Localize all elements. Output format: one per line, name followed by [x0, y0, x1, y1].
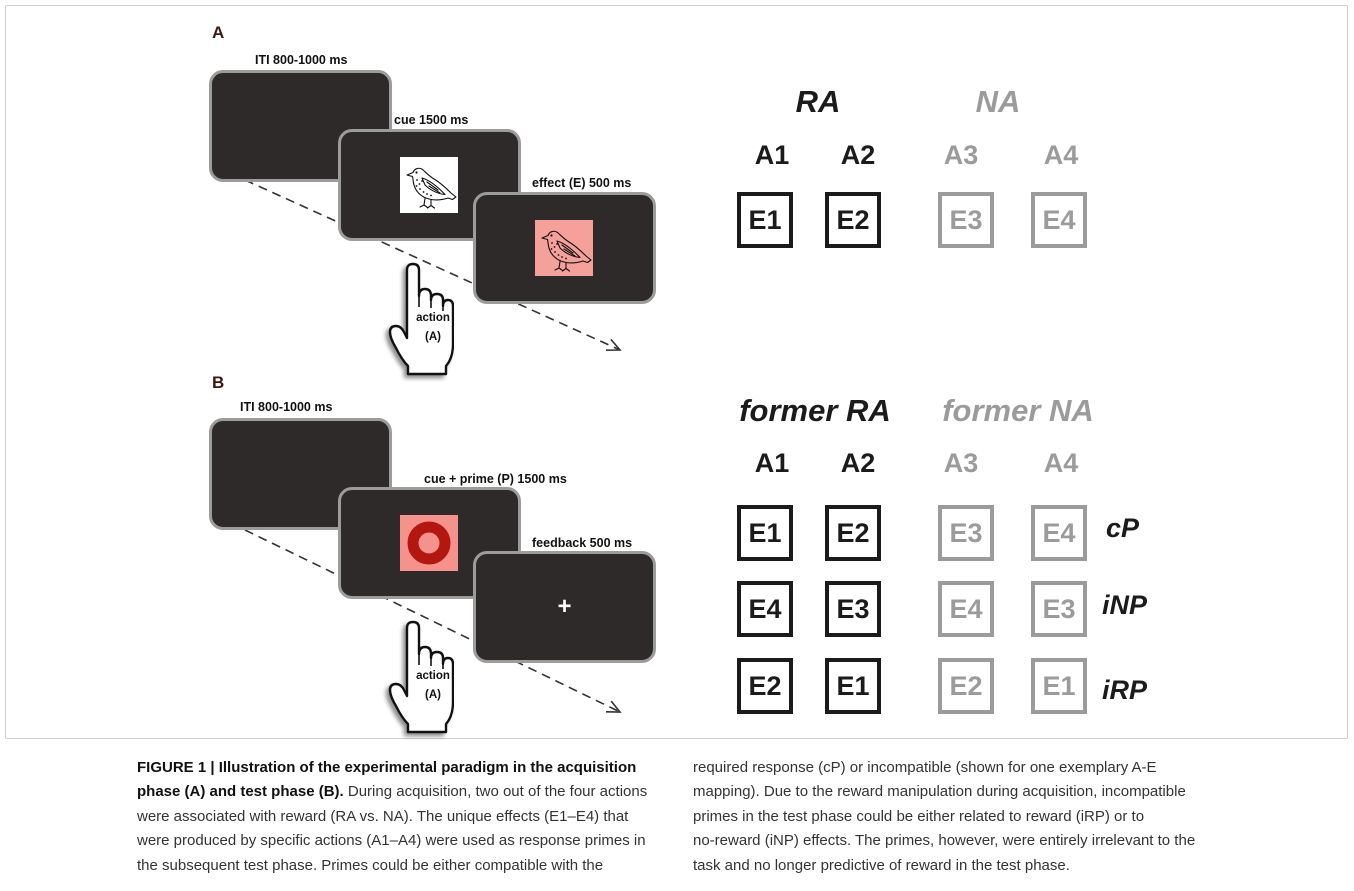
bird-icon — [406, 167, 457, 209]
caption-line: no-reward (iNP) effects. The primes, how… — [693, 832, 1196, 850]
figure-frame — [5, 5, 1348, 739]
group-label-former-na: former NA — [942, 393, 1094, 428]
group-label-ra: RA — [795, 84, 841, 119]
action-label-a2: A2 — [840, 448, 876, 478]
effect-box: E2 — [825, 505, 881, 561]
effect-box: E1 — [737, 505, 793, 561]
feedback-label: feedback 500 ms — [532, 536, 633, 550]
action-key-label: (A) — [425, 331, 441, 343]
time-arrow-a — [244, 179, 622, 351]
row-label-irp: iRP — [1102, 675, 1148, 705]
caption-line: were associated with reward (RA vs. NA).… — [137, 805, 647, 829]
hand-pointer-icon: action (A) — [388, 620, 454, 734]
action-label: action — [416, 312, 450, 324]
hand-shape — [388, 262, 454, 376]
action-label-a3: A3 — [943, 140, 979, 170]
caption-text: During acquisition, two out of the four … — [347, 783, 648, 801]
action-label-a4: A4 — [1043, 140, 1079, 170]
prime-stimulus — [400, 515, 458, 571]
caption-left-column: FIGURE 1 | Illustration of the experimen… — [137, 756, 647, 878]
row-label-cp: cP — [1106, 513, 1140, 543]
bird-icon — [541, 230, 592, 272]
effect-label: effect (E) 500 ms — [532, 176, 632, 190]
action-label-a3: A3 — [943, 448, 979, 478]
action-label-a4: A4 — [1043, 448, 1079, 478]
time-arrow-b — [244, 529, 622, 713]
feedback-screen: + — [473, 551, 656, 663]
arrow-head — [605, 338, 622, 351]
caption-text: the subsequent test phase. Primes could … — [137, 856, 604, 874]
effect-box: E1 — [825, 658, 881, 714]
arrow-shaft — [244, 179, 621, 351]
effect-box: E1 — [737, 192, 793, 248]
action-label-a1: A1 — [754, 448, 790, 478]
effect-stimulus — [535, 220, 593, 276]
effect-box: E3 — [825, 581, 881, 637]
panel-label-b: B — [212, 373, 225, 392]
caption-line: the subsequent test phase. Primes could … — [137, 854, 647, 878]
caption-line: mapping). Due to the reward manipulation… — [693, 783, 1186, 801]
fixation-cross: + — [557, 593, 572, 620]
effect-box: E4 — [1031, 505, 1087, 561]
figure-caption: FIGURE 1 | Illustration of the experimen… — [0, 756, 1354, 882]
group-label-former-ra: former RA — [739, 393, 891, 428]
effect-box: E4 — [938, 581, 994, 637]
effect-box: E4 — [1031, 192, 1087, 248]
caption-line: were produced by specific actions (A1–A4… — [137, 829, 647, 853]
iti-label: ITI 800-1000 ms — [255, 53, 348, 67]
stimulus-background — [535, 220, 593, 276]
caption-line: required response (cP) or incompatible (… — [693, 759, 1157, 776]
effect-box: E3 — [938, 192, 994, 248]
action-label-a1: A1 — [754, 140, 790, 170]
effect-box: E2 — [737, 658, 793, 714]
iti-label: ITI 800-1000 ms — [240, 400, 333, 414]
hand-shape — [388, 620, 454, 734]
group-label-na: NA — [975, 84, 1021, 119]
panel-label-a: A — [212, 23, 225, 42]
caption-line: FIGURE 1 | Illustration of the experimen… — [137, 756, 647, 780]
caption-right-column: required response (cP) or incompatible (… — [693, 756, 1195, 878]
effect-box: E2 — [938, 658, 994, 714]
arrow-shaft — [244, 529, 621, 713]
effect-box: E4 — [737, 581, 793, 637]
action-label: action — [416, 670, 450, 682]
row-label-inp: iNP — [1102, 590, 1148, 620]
caption-line: primes in the test phase could be either… — [693, 807, 1145, 825]
stimulus-background — [400, 157, 458, 213]
caption-text: were associated with reward (RA vs. NA).… — [137, 807, 629, 825]
effect-screen — [473, 192, 656, 304]
caption-line: task and no longer predictive of reward … — [693, 856, 1070, 874]
caption-text: were produced by specific actions (A1–A4… — [137, 832, 646, 850]
ring-icon — [407, 521, 451, 565]
hand-pointer-icon: action (A) — [388, 262, 454, 376]
effect-box: E3 — [938, 505, 994, 561]
effect-box: E2 — [825, 192, 881, 248]
arrow-head — [605, 700, 622, 713]
effect-box: E3 — [1031, 581, 1087, 637]
cue-prime-label: cue + prime (P) 1500 ms — [424, 472, 567, 486]
effect-box: E1 — [1031, 658, 1087, 714]
caption-title: FIGURE 1 | Illustration of the experimen… — [137, 759, 637, 776]
action-key-label: (A) — [425, 689, 441, 701]
action-label-a2: A2 — [840, 140, 876, 170]
caption-line: phase (A) and test phase (B). During acq… — [137, 780, 647, 804]
cue-label: cue 1500 ms — [394, 113, 469, 127]
caption-title: phase (A) and test phase (B). — [137, 783, 344, 801]
cue-stimulus — [400, 157, 458, 213]
